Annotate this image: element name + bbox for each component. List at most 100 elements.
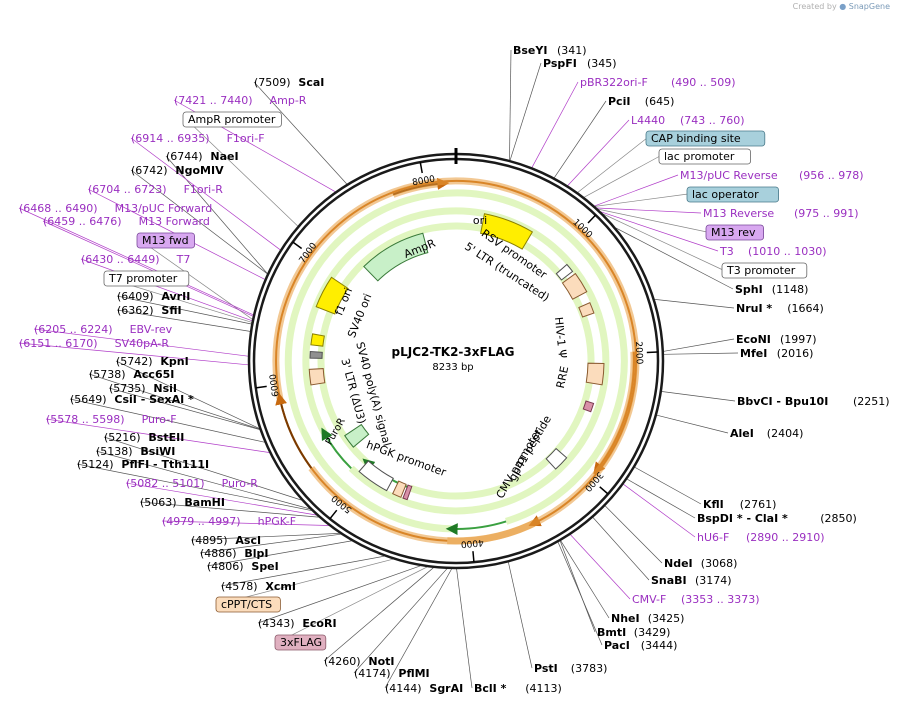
backbone-outer-strand xyxy=(247,152,665,570)
map-center: pLJC2-TK2-3xFLAG 8233 bp xyxy=(392,345,515,373)
site-label: (6704 .. 6723)F1ori-R xyxy=(88,183,223,196)
rsv-feature xyxy=(555,263,574,281)
site-label: T7 promoter xyxy=(103,270,190,287)
feature-label: ori xyxy=(473,214,487,227)
site-position: (6362) xyxy=(117,304,154,317)
leader-line xyxy=(108,387,260,430)
site-position: (5216) xyxy=(104,431,141,444)
site-label: NheI(3425) xyxy=(611,612,684,625)
enzyme-name: XcmI xyxy=(265,580,296,593)
leader-line xyxy=(116,309,251,332)
leader-line xyxy=(206,540,352,567)
site-position: (1148) xyxy=(772,283,809,296)
primer-position: (6430 .. 6449) xyxy=(81,253,160,266)
site-label: (5216) BstEII xyxy=(104,431,184,444)
leader-line xyxy=(456,568,473,689)
leader-line xyxy=(627,478,696,519)
primer-name: CMV-F xyxy=(632,593,666,606)
leader-line xyxy=(88,373,260,430)
tick-mark xyxy=(419,162,423,174)
leader-line xyxy=(600,211,719,252)
site-label: lac promoter xyxy=(658,148,751,165)
site-label: PstI(3783) xyxy=(534,662,607,675)
site-label: PacI(3444) xyxy=(604,639,677,652)
site-position: (345) xyxy=(587,57,617,70)
feature-box xyxy=(274,634,327,651)
site-label: (6914 .. 6935)F1ori-F xyxy=(131,132,265,145)
feature-box-label: AmpR promoter xyxy=(188,113,276,126)
enzyme-name: BstEII xyxy=(148,431,184,444)
site-label: (7421 .. 7440)Amp-R xyxy=(174,94,307,107)
enzyme-name: PciI xyxy=(608,95,630,108)
site-label: L4440(743 .. 760) xyxy=(631,114,745,127)
site-label: 3xFLAG xyxy=(274,634,327,651)
site-position: (6409) xyxy=(117,290,154,303)
leader-line xyxy=(18,207,254,316)
site-label: (5735)NsiI xyxy=(109,382,177,395)
site-label: NruI *(1664) xyxy=(736,302,824,315)
site-label: pBR322ori-F(490 .. 509) xyxy=(580,76,736,89)
orf-band xyxy=(272,177,640,545)
site-label: (4806)SpeI xyxy=(207,560,279,573)
site-label: PciI(645) xyxy=(608,95,674,108)
enzyme-name: NaeI xyxy=(210,150,238,163)
feature-box-label: cPPT/CTS xyxy=(221,598,272,611)
site-position: (3783) xyxy=(571,662,608,675)
tick-label: 6000 xyxy=(269,373,282,397)
site-label: BmtI(3429) xyxy=(597,626,670,639)
leader-line xyxy=(508,562,533,669)
primer-position: (743 .. 760) xyxy=(680,114,745,127)
feature-box-label: CAP binding site xyxy=(651,132,741,145)
leader-line xyxy=(130,169,268,274)
enzyme-name: SnaBI xyxy=(651,574,687,587)
leader-line xyxy=(161,520,329,526)
site-label: (6205 .. 6224)EBV-rev xyxy=(34,323,173,336)
ltr5-feature xyxy=(561,272,588,300)
ltr3-feature xyxy=(308,368,326,386)
leader-line xyxy=(596,207,702,214)
orf-arrow xyxy=(275,392,313,469)
sv40-poly-a-feature xyxy=(309,350,323,359)
site-label: (5063)BamHI xyxy=(140,496,225,509)
primer-name: F1ori-F xyxy=(227,132,265,145)
orf-band xyxy=(284,189,628,533)
tick-label: 4000 xyxy=(460,537,484,549)
feature-box xyxy=(658,148,751,165)
tick-mark xyxy=(587,214,597,224)
primer-position: (5082 .. 5101) xyxy=(126,477,205,490)
site-label: CMV-F(3353 .. 3373) xyxy=(632,593,760,606)
site-position: (4578) xyxy=(221,580,258,593)
tick-label: 8000 xyxy=(412,174,437,188)
leader-line xyxy=(509,62,542,161)
enzyme-name: AleI xyxy=(730,427,754,440)
leader-line xyxy=(125,482,317,516)
leader-line xyxy=(592,517,650,581)
site-position: (5124) xyxy=(77,458,114,471)
tick-mark xyxy=(292,241,303,250)
primer-position: (5578 .. 5598) xyxy=(46,413,125,426)
leader-line xyxy=(567,119,630,186)
orf-arrow xyxy=(321,427,352,470)
primer-position: (6205 .. 6224) xyxy=(34,323,113,336)
enzyme-name: SpeI xyxy=(251,560,278,573)
site-labels: BseYI(341)PspFI(345)pBR322ori-F(490 .. 5… xyxy=(19,44,890,695)
feature-box xyxy=(136,232,195,249)
leader-line xyxy=(103,436,302,501)
leader-lines xyxy=(18,49,739,689)
site-label: EcoNI(1997) xyxy=(736,333,817,346)
plasmid-name: pLJC2-TK2-3xFLAG xyxy=(392,345,515,359)
enzyme-name: SgrAI xyxy=(429,682,463,695)
leader-line xyxy=(165,155,268,274)
site-label: M13 fwd xyxy=(136,232,195,249)
site-position: (3429) xyxy=(634,626,671,639)
enzyme-name: KpnI xyxy=(160,355,188,368)
f1-ori-feature xyxy=(315,276,349,315)
feature-box xyxy=(182,111,282,128)
leader-line xyxy=(139,501,319,518)
feature-box xyxy=(215,596,281,613)
site-label: lac operator xyxy=(686,186,779,203)
site-position: (1997) xyxy=(780,333,817,346)
leader-line xyxy=(615,227,734,290)
puror-feature xyxy=(344,423,370,448)
